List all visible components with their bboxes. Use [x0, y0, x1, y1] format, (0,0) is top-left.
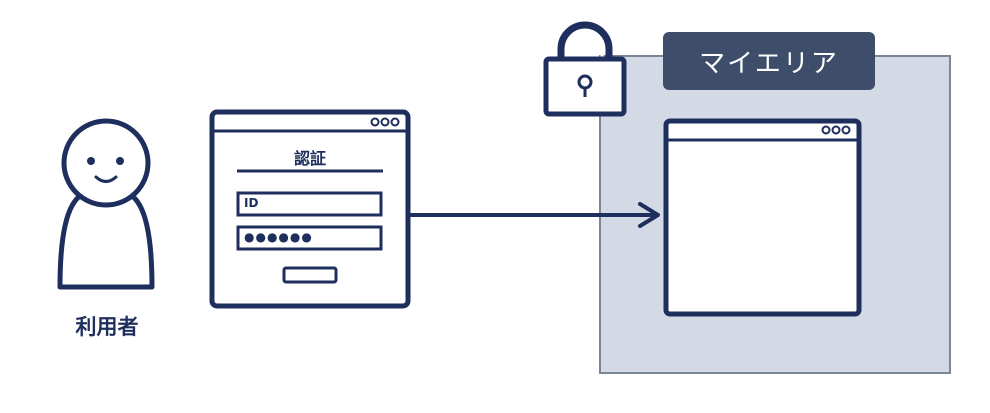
auth-title: 認証	[293, 149, 326, 168]
auth-window-icon	[209, 109, 411, 309]
my-area-label: マイエリア	[663, 32, 875, 90]
browser-window-icon	[663, 118, 862, 317]
login-button	[282, 266, 338, 284]
person-icon	[57, 118, 155, 290]
password-field	[236, 225, 383, 251]
id-field	[236, 191, 383, 217]
password-mask-text: ●●●●●●	[244, 230, 313, 244]
arrow-right-icon	[408, 202, 660, 228]
user-label: 利用者	[75, 315, 139, 339]
lock-icon	[543, 21, 627, 117]
id-field-text: ID	[244, 196, 259, 210]
